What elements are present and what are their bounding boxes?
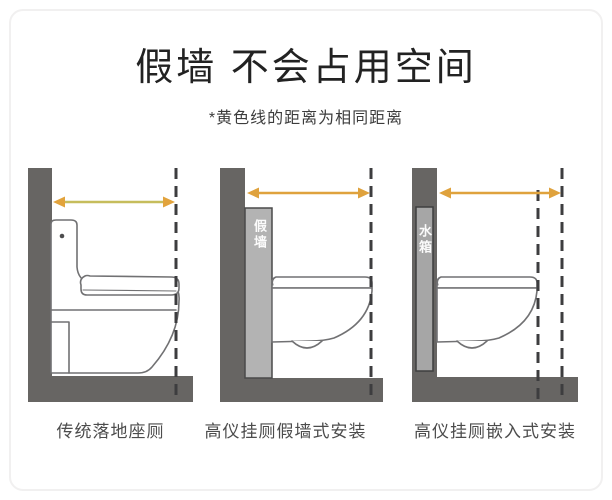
wall-shape (28, 168, 52, 402)
floor-shape (412, 377, 578, 402)
flush-button-icon (59, 233, 65, 239)
distance-arrow-icon (439, 187, 561, 199)
concealed-tank-panel (415, 206, 434, 372)
diagram-traditional-toilet (28, 168, 193, 402)
caption-embedded-install: 高仪挂厕嵌入式安装 (414, 422, 576, 441)
toilet-illustration (436, 276, 538, 349)
distance-arrow-icon (53, 196, 175, 208)
distance-arrow-icon (247, 187, 370, 199)
caption-fake-wall-install: 高仪挂厕假墙式安装 (204, 422, 367, 441)
floor-shape (220, 378, 383, 402)
toilet-illustration (50, 219, 180, 374)
floor-shape (28, 376, 193, 402)
diagram-fake-wall-install (220, 168, 383, 402)
page-subtitle: *黄色线的距离为相同距离 (208, 110, 404, 127)
fake-wall-panel (244, 207, 273, 379)
page-title: 假墙 不会占用空间 (135, 47, 477, 89)
water-tank-label: 水箱 (417, 224, 432, 256)
wall-shape (220, 168, 245, 402)
toilet-illustration (271, 276, 373, 349)
diagram-embedded-install (412, 168, 578, 402)
caption-traditional-toilet: 传统落地座厕 (56, 422, 165, 441)
fake-wall-label: 假墙 (252, 219, 267, 251)
